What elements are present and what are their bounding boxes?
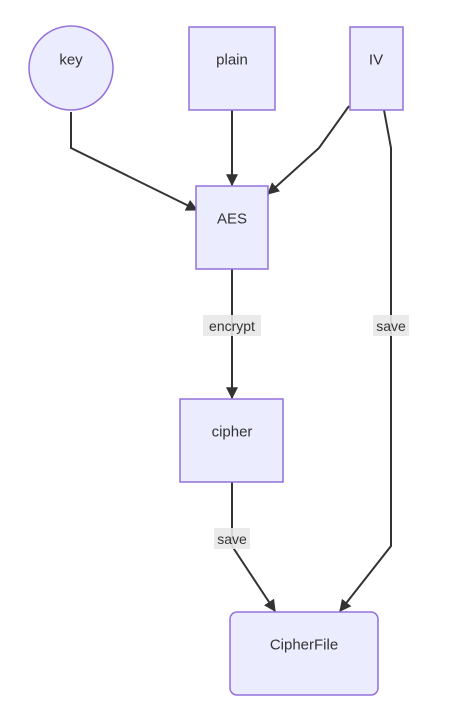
edge-label-save-cipher: save — [214, 528, 250, 549]
edge-iv-to-aes — [267, 105, 350, 195]
node-cipher-label: cipher — [212, 424, 253, 441]
edge-label-encrypt-text: encrypt — [209, 318, 255, 334]
node-cipher: cipher — [179, 398, 284, 483]
edge-label-save-iv: save — [373, 315, 409, 336]
edge-label-encrypt: encrypt — [203, 315, 261, 336]
node-cipherfile-label: CipherFile — [270, 637, 338, 654]
node-aes-label: AES — [217, 211, 247, 228]
edge-iv-to-cipherfile — [339, 109, 392, 612]
node-iv: IV — [349, 26, 404, 111]
node-plain-label: plain — [216, 52, 248, 69]
node-key: key — [28, 25, 114, 111]
edge-label-save-iv-text: save — [376, 318, 406, 334]
edge-label-save-cipher-text: save — [217, 531, 247, 547]
node-iv-label: IV — [369, 52, 383, 69]
node-cipherfile: CipherFile — [229, 611, 379, 696]
node-plain: plain — [188, 26, 276, 111]
node-aes: AES — [195, 185, 269, 270]
node-key-label: key — [59, 52, 83, 69]
edge-key-to-aes — [70, 112, 199, 211]
